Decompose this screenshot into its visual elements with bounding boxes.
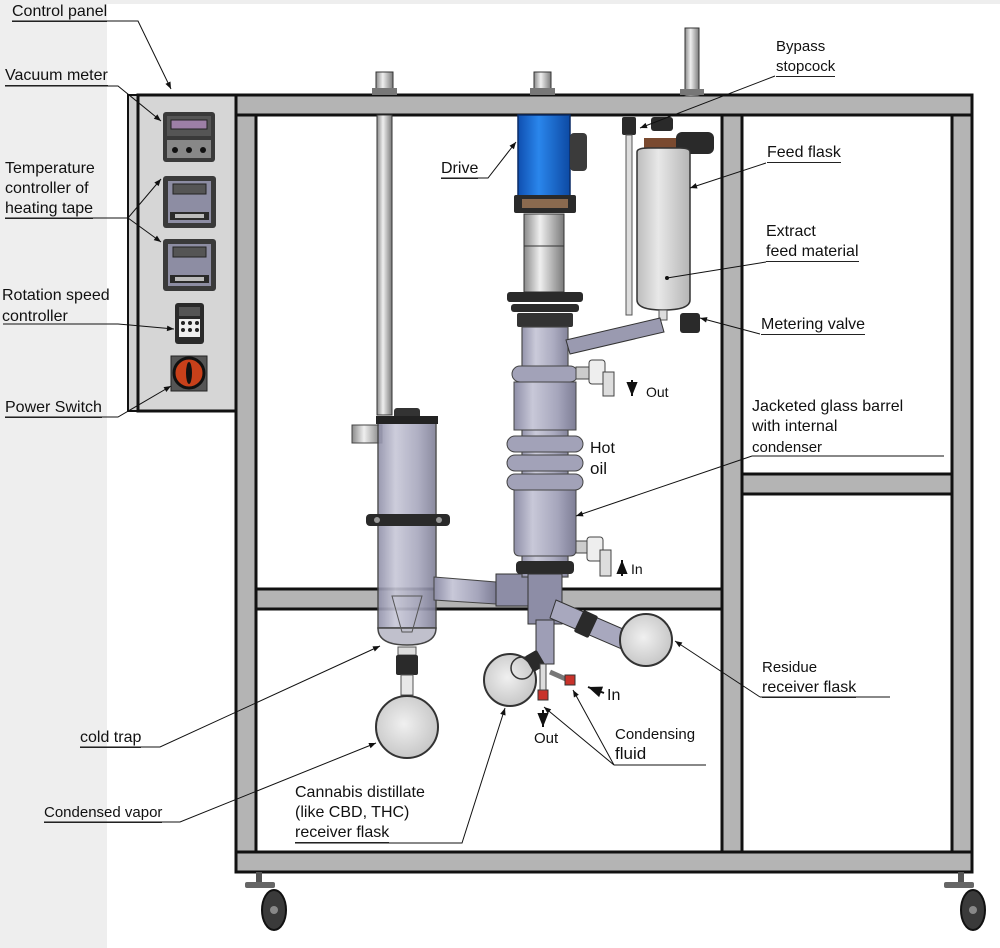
temperature-controller-2: [163, 239, 216, 291]
frame-bottom-beam: [234, 850, 974, 874]
label-control-panel: Control panel: [12, 3, 108, 22]
rotation-speed-controller-device: [175, 303, 204, 344]
cond-in-arrow: [587, 686, 605, 698]
label-jacketed-2: with internal: [752, 418, 838, 435]
label-metering-valve: Metering valve: [761, 316, 866, 335]
leader-lines: [3, 20, 944, 844]
frame-left-post: [234, 113, 258, 857]
drive-motor: [517, 114, 571, 198]
label-power-switch: Power Switch: [5, 399, 102, 418]
frame-top-beam: [234, 93, 974, 117]
label-jacketed-1: Jacketed glass barrel: [752, 398, 904, 415]
left-vacuum-rod: [372, 71, 397, 416]
label-feed-flask: Feed flask: [767, 144, 841, 163]
label-temp-controller-2: controller of: [5, 180, 89, 197]
label-rotation-1: Rotation speed: [2, 287, 110, 304]
central-column: [483, 71, 673, 707]
label-extract-2: feed material: [766, 243, 859, 262]
feed-system: [565, 27, 714, 355]
label-residue-2: receiver flask: [762, 679, 857, 698]
frame-right-post: [950, 113, 974, 857]
label-jacketed-3: condenser: [752, 439, 823, 456]
caster-right: [944, 872, 986, 931]
label-oil-in: In: [631, 561, 643, 577]
label-bypass-1: Bypass: [776, 38, 826, 55]
label-oil-out: Out: [646, 384, 669, 400]
distillate-flask: [483, 653, 537, 707]
flow-arrows: [537, 380, 638, 727]
caster-left: [245, 872, 287, 931]
label-drive: Drive: [441, 160, 479, 179]
label-distillate-1: Cannabis distillate: [295, 784, 425, 801]
vacuum-meter-device: [163, 112, 215, 162]
label-rotation-2: controller: [2, 308, 68, 325]
left-background-strip: [0, 0, 107, 948]
power-switch-device: [170, 355, 208, 392]
temperature-controller-1: [163, 176, 216, 228]
top-background-strip: [107, 0, 1000, 4]
label-oil: oil: [590, 459, 608, 478]
label-bypass-2: stopcock: [776, 58, 836, 77]
label-condensed-vapor: Condensed vapor: [44, 804, 163, 823]
label-extract-1: Extract: [766, 223, 816, 240]
cold-trap-device: [351, 408, 533, 759]
label-condensing-1: Condensing: [615, 726, 696, 743]
label-temp-controller-1: Temperature: [5, 160, 95, 177]
condensed-vapor-flask: [375, 695, 439, 759]
frame-middle-post: [720, 113, 744, 857]
frame-right-rail: [740, 472, 954, 496]
label-vacuum-meter: Vacuum meter: [5, 67, 108, 86]
feed-flask-body: [636, 147, 691, 311]
label-cold-trap: cold trap: [80, 729, 142, 748]
label-residue-1: Residue: [762, 659, 818, 676]
label-hot: Hot: [590, 440, 615, 457]
control-panel: [127, 93, 238, 413]
label-temp-controller-3: heating tape: [5, 200, 94, 219]
residue-flask: [619, 613, 673, 667]
label-distillate-2: (like CBD, THC): [295, 804, 410, 821]
label-condensing-2: fluid: [615, 744, 647, 763]
label-cond-in: In: [607, 687, 621, 704]
label-distillate-3: receiver flask: [295, 824, 390, 843]
label-cond-out: Out: [534, 730, 559, 747]
